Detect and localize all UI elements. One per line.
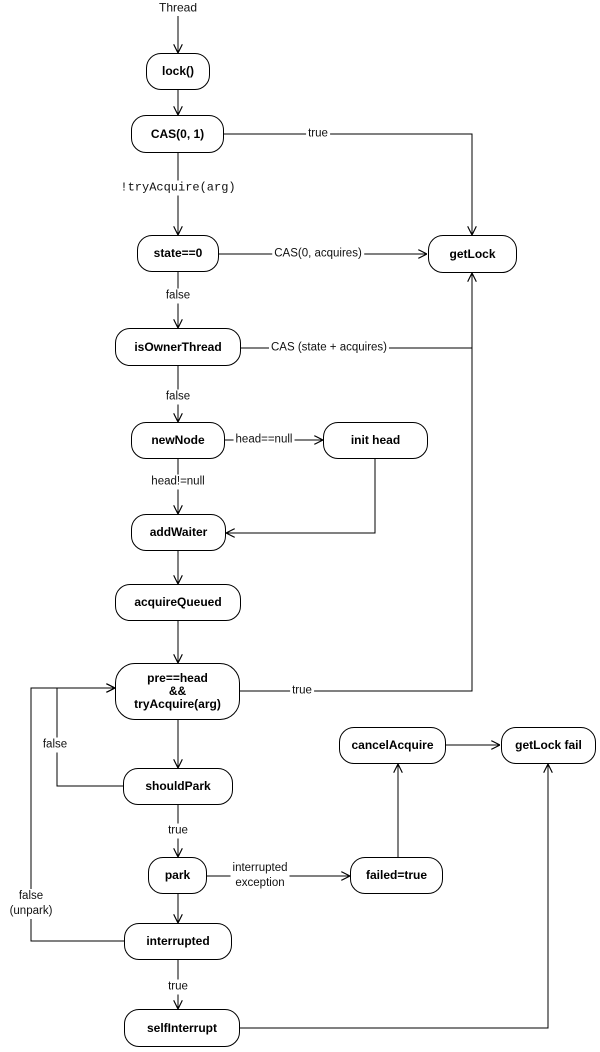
edge-label-shouldpark-false: false [40,737,70,753]
should-park-node: shouldPark [123,768,233,805]
edge-label-owner-false: false [163,389,193,405]
is-owner-thread-node: isOwnerThread [115,328,241,366]
edge-label-state-false: false [163,288,193,304]
edge-label-cas-true: true [306,126,330,142]
edge-interrupted-false-loop [30,688,124,942]
edge-label-false-unpark: false (unpark) [7,889,55,919]
start-label: Thread [158,0,198,15]
getlock-node: getLock [428,235,517,273]
interrupted-node: interrupted [124,923,232,960]
edge-label-interrupted-true: true [166,979,190,995]
edge-label-interrupted-exception: interrupted exception [230,861,290,891]
cancel-acquire-node: cancelAcquire [339,727,446,764]
add-waiter-node: addWaiter [131,514,226,551]
lock-node: lock() [146,53,210,90]
edge-label-head-not-null: head!=null [149,474,207,490]
self-interrupt-node: selfInterrupt [124,1009,240,1047]
edge-label-cas-acquires: CAS(0, acquires) [272,246,364,262]
edge-label-head-null: head==null [233,432,295,448]
new-node-node: newNode [131,422,225,459]
edge-label-prehead-true: true [290,683,314,699]
init-head-node: init head [323,422,428,459]
edge-label-cas-state-acquires: CAS (state + acquires) [268,340,390,356]
acquire-queued-node: acquireQueued [115,584,241,621]
edge-inithead-addwaiter [226,459,376,533]
edge-label-shouldpark-true: true [166,823,190,839]
park-node: park [148,857,207,894]
cas-node: CAS(0, 1) [131,115,224,153]
pre-head-node: pre==head && tryAcquire(arg) [115,663,240,720]
edge-prehead-true-getlock [240,273,472,692]
state-zero-node: state==0 [137,235,219,272]
edge-cas-true-getlock [224,133,472,235]
failed-true-node: failed=true [350,857,443,894]
getlock-fail-node: getLock fail [501,727,596,764]
edge-selfinterrupt-fail [240,764,548,1029]
edge-label-try-acquire: !tryAcquire(arg) [118,180,238,196]
